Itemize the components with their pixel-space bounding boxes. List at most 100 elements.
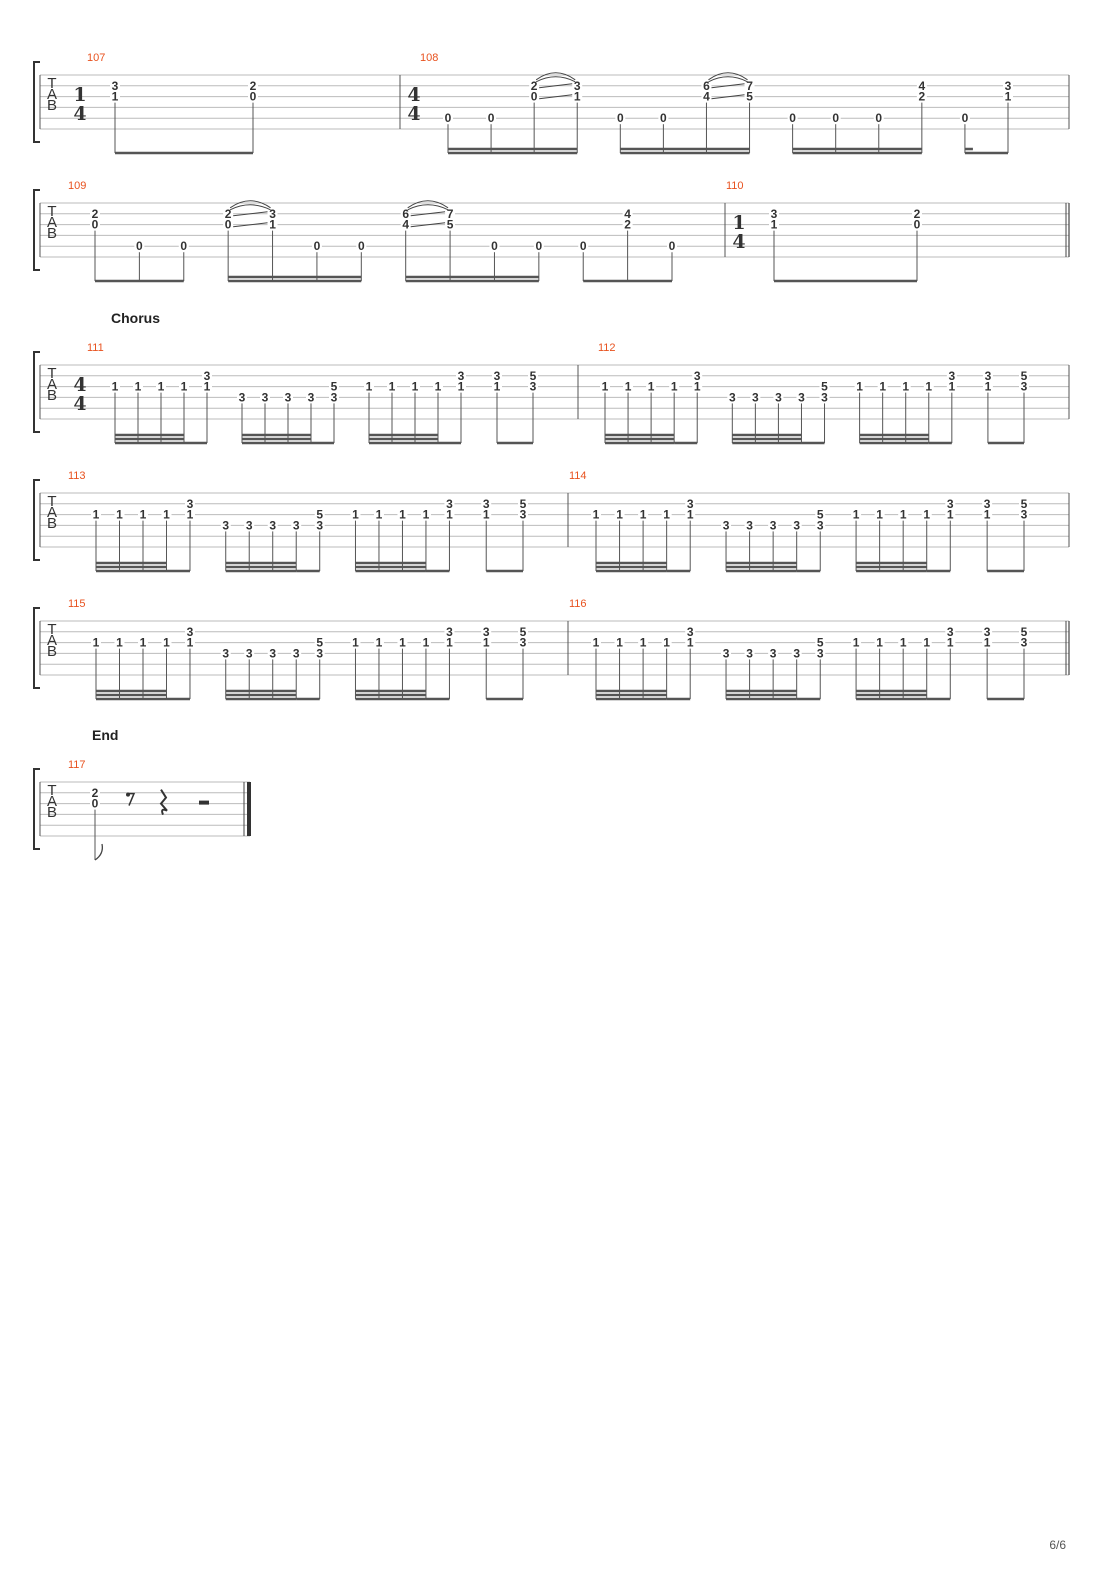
fret-background	[851, 508, 862, 520]
fret-number: 2	[919, 90, 926, 104]
fret-background	[420, 636, 431, 648]
fret-number: 1	[483, 636, 490, 650]
fret-number: 3	[984, 625, 991, 639]
fret-number: 1	[923, 508, 930, 522]
measure-number: 112	[598, 342, 616, 354]
fret-background	[202, 369, 212, 381]
fret-number: 1	[187, 636, 194, 650]
fret-background	[433, 380, 443, 392]
fret-number: 3	[723, 646, 730, 660]
quarter-rest-icon	[159, 789, 168, 815]
fret-background	[220, 519, 231, 531]
fret-number: 1	[876, 508, 883, 522]
fret-background	[819, 380, 830, 392]
fret-background	[727, 391, 738, 403]
fret-number: 3	[746, 646, 753, 660]
fret-background	[768, 519, 779, 531]
fret-number: 1	[985, 380, 992, 394]
fret-number: 1	[435, 380, 442, 394]
fret-number: 3	[574, 79, 581, 93]
fret-background	[110, 79, 120, 91]
fret-number: 6	[402, 207, 409, 221]
fret-number: 3	[723, 518, 730, 532]
fret-number: 3	[1021, 508, 1028, 522]
fret-background	[912, 218, 922, 230]
fret-background	[481, 497, 492, 509]
fret-background	[489, 240, 500, 252]
fret-background	[669, 380, 680, 392]
fret-number: 1	[923, 636, 930, 650]
fret-number: 0	[617, 111, 624, 125]
fret-number: 1	[856, 380, 863, 394]
fret-background	[685, 625, 696, 637]
fret-background	[184, 636, 195, 648]
fret-number: 1	[771, 218, 778, 232]
page-number: 6/6	[1049, 1538, 1066, 1552]
fret-background	[1003, 90, 1013, 102]
fret-number: 3	[520, 508, 527, 522]
fret-background	[444, 625, 455, 637]
fret-number: 1	[135, 380, 142, 394]
fret-background	[161, 508, 172, 520]
fret-background	[134, 240, 145, 252]
fret-background	[528, 369, 538, 381]
fret-background	[769, 218, 779, 230]
fret-background	[830, 112, 841, 124]
fret-background	[615, 112, 626, 124]
fret-background	[91, 636, 101, 648]
fret-number: 1	[366, 380, 373, 394]
fret-number: 5	[746, 90, 753, 104]
fret-number: 3	[771, 207, 778, 221]
fret-number: 0	[580, 239, 587, 253]
fret-background	[364, 380, 374, 392]
fret-background	[518, 625, 528, 637]
measure-number: 111	[87, 342, 104, 354]
fret-number: 1	[423, 636, 430, 650]
fret-background	[750, 391, 761, 403]
fret-background	[721, 519, 732, 531]
fret-number: 3	[308, 390, 315, 404]
fret-number: 1	[593, 508, 600, 522]
fret-background	[223, 218, 234, 230]
fret-number: 1	[853, 636, 860, 650]
fret-background	[1019, 508, 1029, 520]
fret-background	[110, 90, 120, 102]
fret-background	[528, 380, 538, 392]
fret-number: 2	[92, 207, 99, 221]
fret-number: 1	[158, 380, 165, 394]
eighth-flag	[94, 843, 103, 861]
fret-number: 1	[663, 508, 670, 522]
fret-number: 5	[447, 218, 454, 232]
fret-background	[744, 90, 755, 102]
fret-number: 3	[817, 518, 824, 532]
fret-background	[267, 519, 278, 531]
fret-background	[178, 240, 189, 252]
fret-number: 4	[703, 90, 710, 104]
fret-background	[114, 636, 125, 648]
fret-number: 1	[687, 636, 694, 650]
fret-background	[444, 508, 455, 520]
fret-background	[572, 90, 583, 102]
fret-background	[815, 636, 826, 648]
fret-number: 4	[919, 79, 926, 93]
fret-number: 1	[112, 90, 119, 104]
tab-clef-letter: B	[47, 804, 57, 821]
tab-clef-letter: A	[47, 504, 57, 521]
fret-background	[946, 369, 957, 381]
slur-arc	[708, 76, 748, 83]
fret-number: 3	[947, 497, 954, 511]
time-signature-denominator: 4	[407, 103, 420, 125]
fret-background	[445, 218, 456, 230]
fret-number: 1	[423, 508, 430, 522]
time-signature-numerator: 1	[73, 84, 86, 106]
fret-number: 3	[687, 497, 694, 511]
fret-number: 1	[984, 636, 991, 650]
fret-number: 1	[574, 90, 581, 104]
fret-background	[791, 647, 802, 659]
fret-background	[815, 519, 826, 531]
fret-number: 3	[222, 646, 229, 660]
fret-background	[744, 79, 755, 91]
